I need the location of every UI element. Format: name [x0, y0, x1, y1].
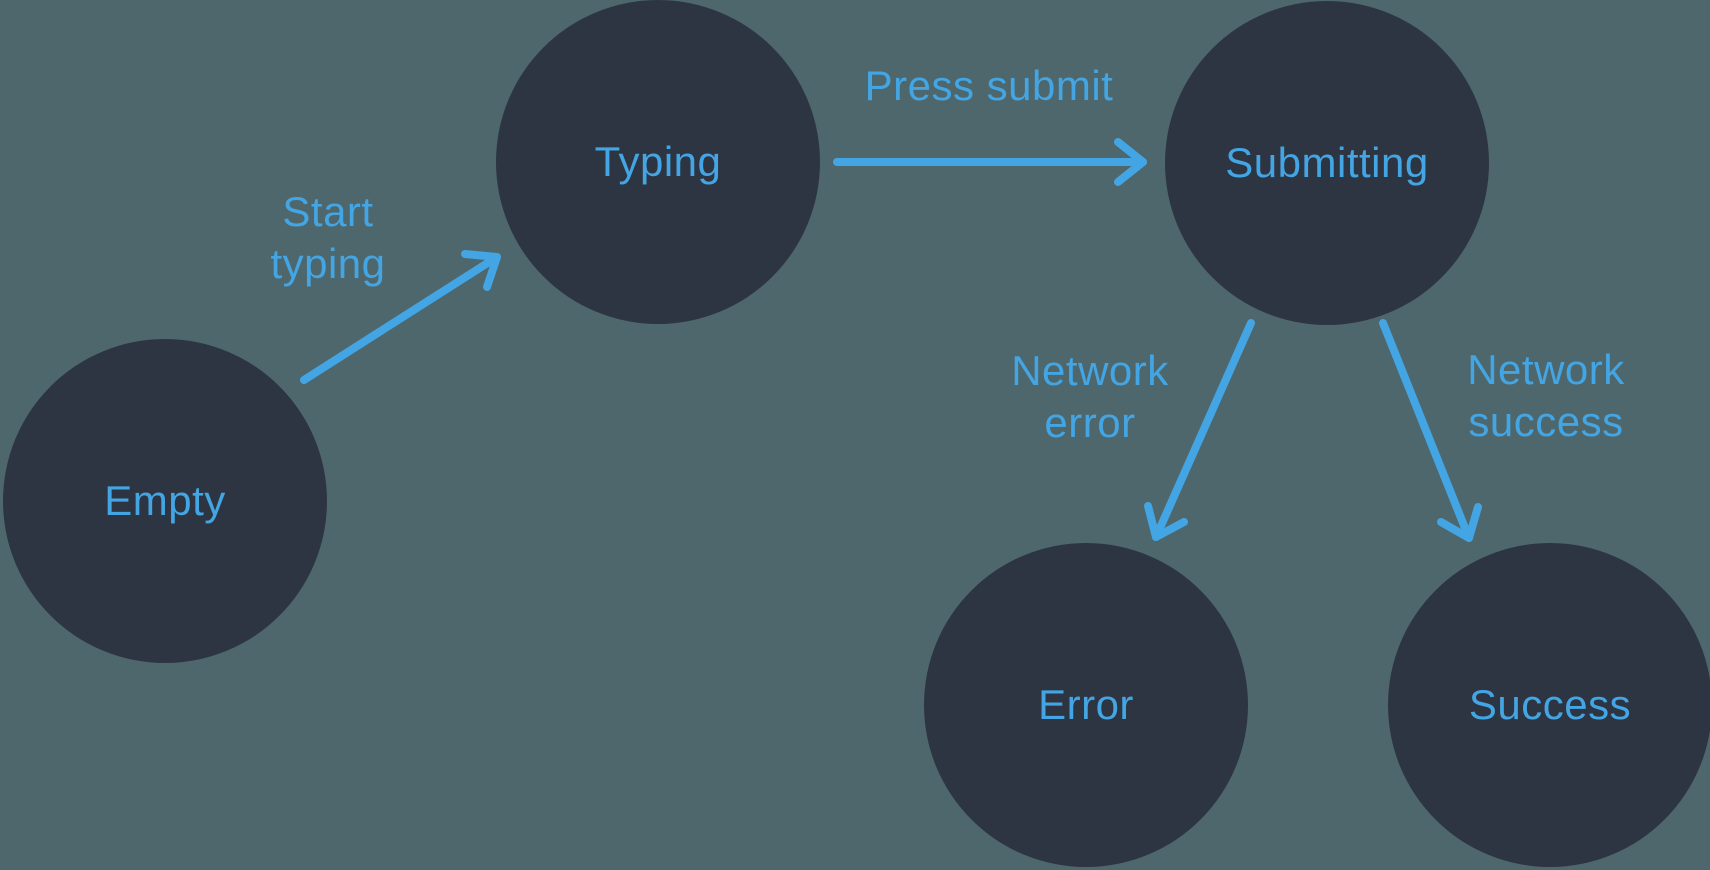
arrow-network-success-icon [1379, 319, 1482, 542]
state-node-success: Success [1388, 543, 1710, 867]
state-node-submitting-label: Submitting [1225, 139, 1429, 186]
arrow-start-typing-icon [300, 250, 501, 384]
state-node-typing: Typing [496, 0, 820, 324]
edge-label-network-success: Network success [1467, 346, 1625, 445]
state-node-empty-label: Empty [104, 477, 226, 524]
arrow-press-submit-icon [833, 138, 1147, 186]
state-node-error: Error [924, 543, 1248, 867]
state-node-success-label: Success [1468, 681, 1632, 728]
edge-label-start-typing: Start typing [270, 188, 386, 287]
state-node-typing-label: Typing [594, 138, 722, 185]
edge-label-network-error: Network error [1011, 347, 1169, 446]
edge-label-press-submit: Press submit [864, 62, 1114, 109]
arrow-network-error-icon [1144, 319, 1255, 541]
state-node-empty: Empty [3, 339, 327, 663]
state-node-submitting: Submitting [1165, 1, 1489, 325]
state-node-error-label: Error [1038, 681, 1134, 728]
